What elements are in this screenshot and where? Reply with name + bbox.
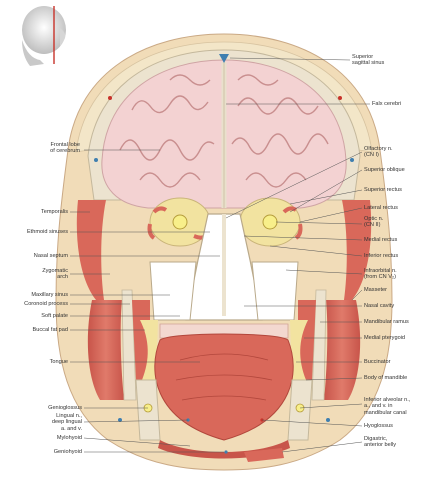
label-zygomatic-arch: Zygomatic arch <box>42 268 68 281</box>
label-nasal-cavity: Nasal cavity <box>364 303 395 309</box>
label-body-of-mandible: Body of mandible <box>364 375 408 381</box>
digastric <box>244 448 284 462</box>
label-ethmoid-sinuses: Ethmoid sinuses <box>26 229 68 235</box>
label-falx-cerebri: Falx cerebri <box>372 101 402 107</box>
label-tongue: Tongue <box>49 359 68 365</box>
label-digastric: Digastric, anterior belly <box>364 436 397 449</box>
label-medial-pterygoid: Medial pterygoid <box>364 335 406 341</box>
label-genioglossus: Genioglossus <box>48 405 82 411</box>
label-mylohyoid: Mylohyoid <box>56 435 82 441</box>
temporalis-left <box>76 200 106 300</box>
label-frontal-lobe: Frontal lobe of cerebrum <box>50 142 80 155</box>
leader-lines <box>70 57 370 453</box>
label-lingual-n: Lingual n., deep lingual a. and v. <box>51 413 82 432</box>
vessels <box>94 96 354 454</box>
head-profile-icon <box>22 6 66 66</box>
ramus-right <box>311 289 327 401</box>
label-nasal-septum: Nasal septum <box>33 253 68 259</box>
masseter-left <box>87 300 124 400</box>
maxillary-sinus-left <box>149 261 197 321</box>
label-superior-sagittal-sinus: Superior sagittal sinus <box>352 54 385 67</box>
label-hyoglossus: Hyoglossus <box>364 423 393 429</box>
ramus-left <box>121 289 137 401</box>
label-inferior-rectus: Inferior rectus <box>364 253 399 259</box>
label-lateral-rectus: Lateral rectus <box>364 205 398 211</box>
label-soft-palate: Soft palate <box>41 313 68 319</box>
maxillary-sinus-right <box>251 261 299 321</box>
left-orbit <box>147 197 211 247</box>
label-superior-oblique: Superior oblique <box>364 167 405 173</box>
label-medial-rectus: Medial rectus <box>364 237 398 243</box>
label-superior-rectus: Superior rectus <box>364 187 402 193</box>
masseter-right <box>324 300 361 400</box>
label-coronoid-process: Coronoid process <box>24 301 68 307</box>
superior-sagittal-sinus <box>219 54 229 63</box>
label-infraorbital-n: Infraorbital n. (from CN V₂) <box>364 268 397 281</box>
head-section <box>55 33 393 471</box>
label-optic-n: Optic n. (CN II) <box>364 216 384 229</box>
label-maxillary-sinus: Maxillary sinus <box>31 292 68 298</box>
label-buccal-fat-pad: Buccal fat pad <box>32 327 68 333</box>
buccal-fat-left <box>140 320 158 380</box>
label-geniohyoid: Geniohyoid <box>53 449 82 455</box>
label-temporalis: Temporalis <box>40 209 68 215</box>
buccal-fat-right <box>290 320 308 380</box>
label-mandibular-ramus: Mandibular ramus <box>364 319 409 325</box>
label-buccinator: Buccinator <box>364 359 391 365</box>
label-inferior-alveolar: Inferior alveolar n., a., and v. in mand… <box>364 397 411 416</box>
label-masseter: Masseter <box>364 287 388 293</box>
label-olfactory-n: Olfactory n. (CN I) <box>364 146 393 159</box>
temporalis-right <box>342 200 372 300</box>
tongue <box>154 333 294 441</box>
gyri <box>119 74 329 188</box>
